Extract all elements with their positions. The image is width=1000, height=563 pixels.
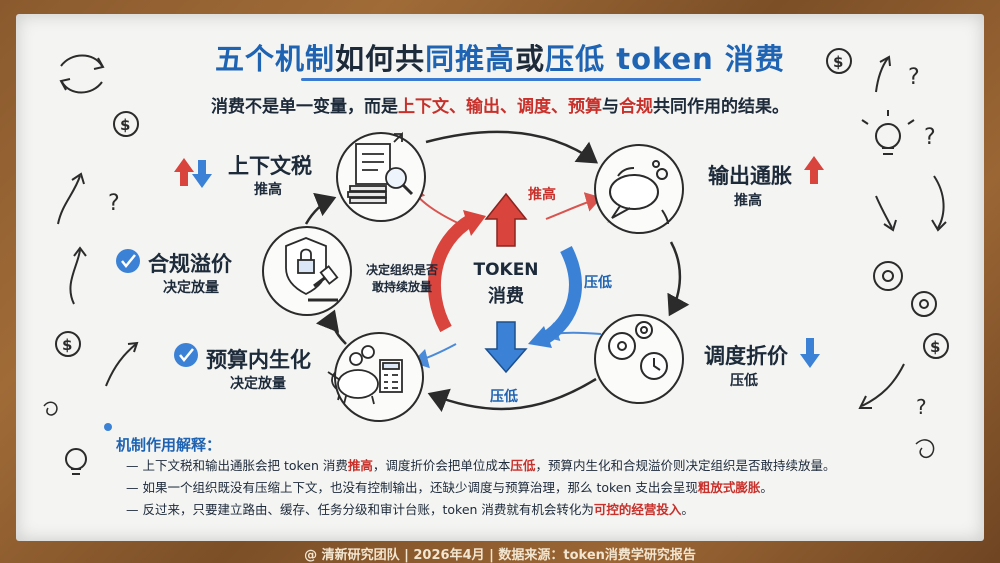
subtitle-post: 共同作用的结果。	[653, 97, 789, 117]
decision-note-line2: 敢持续放量	[371, 280, 432, 294]
curved-arrow-doodle-right-mid	[931, 175, 947, 232]
notes-line-2: — 如果一个组织既没有压缩上下文，也没有控制输出，还缺少调度与预算治理，那么 t…	[126, 477, 773, 496]
big-arrow-doodle-right-bottom	[858, 363, 905, 409]
big-down-arrow	[484, 321, 528, 374]
title-part-6: token 消费	[605, 42, 785, 76]
coin-doodle-icon-right-bottom	[923, 333, 949, 359]
gear-doodle-icon-right-2	[911, 291, 937, 317]
output-inflation-up-arrow	[804, 156, 824, 184]
question-doodle-right-mid: ?	[924, 125, 936, 150]
center-consumption: 消费	[488, 286, 524, 307]
notes-heading: 机制作用解释：	[116, 436, 222, 454]
budget-effect: 决定放量	[230, 376, 286, 392]
subtitle-mid: 与	[602, 97, 619, 117]
context-tax-effect: 推高	[254, 182, 282, 198]
curved-arrow-doodle-right-mid2	[875, 195, 897, 232]
center-token: TOKEN	[473, 260, 539, 280]
title-part-3: 同推高	[425, 42, 516, 76]
notes-line-3: — 反过来，只要建立路由、缓存、任务分级和审计台账，token 消费就有机会转化…	[126, 499, 694, 518]
press-down-bottom-label: 压低	[490, 389, 518, 405]
notes-line-1-d: 压低	[510, 458, 536, 473]
notes-line-2-b: 粗放式膨胀	[697, 480, 761, 495]
notes-line-1-e: ，预算内生化和合规溢价则决定组织是否敢持续放量。	[535, 458, 836, 473]
cycle-arrow-left-upper	[304, 192, 337, 225]
title-part-5: 压低	[545, 42, 606, 76]
page-title: 五个机制如何共同推高或压低 token 消费	[16, 36, 984, 78]
subtitle-pre: 消费不是单一变量，而是	[211, 97, 398, 117]
cycle-arrow-bottom	[427, 377, 597, 413]
subtitle-last: 合规	[619, 97, 653, 117]
question-doodle-right-bottom: ?	[916, 395, 927, 419]
press-down-right-label: 压低	[584, 275, 612, 291]
notes-line-2-c: 。	[760, 480, 773, 495]
circle-icons-layer	[285, 131, 669, 405]
coin-doodle-icon-left-top	[113, 111, 139, 137]
cycle-arrow-top	[425, 130, 599, 164]
curved-arrow-doodle-right-top	[875, 55, 891, 93]
subtitle: 消费不是单一变量，而是上下文、输出、调度、预算与合规共同作用的结果。	[16, 92, 984, 117]
push-up-label: 推高	[528, 187, 556, 203]
squiggle-arrow-doodle-left	[57, 172, 85, 225]
red-curve-arrow	[427, 214, 475, 333]
coin-doodle-icon-right	[826, 48, 852, 74]
notes-line-1-c: ，调度折价会把单位成本	[372, 458, 511, 473]
title-part-1: 五个机制	[215, 42, 336, 76]
notes-line-1-b: 推高	[347, 458, 373, 473]
output-inflation-effect: 推高	[734, 193, 762, 209]
svg-text:$: $	[120, 116, 130, 134]
title-part-4: 或	[515, 42, 546, 76]
loop-arrow-doodle-left	[69, 246, 87, 305]
big-up-arrow	[484, 192, 528, 247]
svg-text:$: $	[833, 53, 843, 71]
notes-line-2-a: — 如果一个组织既没有压缩上下文，也没有控制输出，还缺少调度与预算治理，那么 t…	[126, 480, 698, 495]
notes-bullet	[104, 423, 112, 431]
title-part-2: 如何共	[335, 42, 426, 76]
decision-note: 决定组织是否 敢持续放量	[354, 262, 450, 296]
subtitle-items: 上下文、输出、调度、预算	[398, 97, 602, 117]
notes-line-3-b: 可控的经营投入	[593, 502, 682, 517]
gear-doodle-icon-right-1	[873, 261, 903, 291]
question-doodle-left: ?	[108, 191, 120, 216]
compliance-effect: 决定放量	[163, 280, 219, 296]
scheduling-name: 调度折价	[704, 344, 788, 368]
context-tax-name: 上下文税	[228, 154, 312, 178]
whiteboard: 五个机制如何共同推高或压低 token 消费 消费不是单一变量，而是上下文、输出…	[16, 14, 984, 541]
footer: @ 清新研究团队 | 2026年4月 | 数据来源：token消费学研究报告	[304, 548, 696, 563]
notes-line-3-a: — 反过来，只要建立路由、缓存、任务分级和审计台账，token 消费就有机会转化…	[126, 502, 594, 517]
notes-line-3-c: 。	[681, 502, 694, 517]
refresh-doodle-icon	[59, 54, 105, 94]
budget-name: 预算内生化	[206, 348, 311, 372]
lightbulb-doodle-right	[861, 110, 915, 155]
context-tax-up-arrow	[174, 158, 194, 186]
context-tax-down-arrow	[192, 160, 212, 188]
swirl-doodle-left	[43, 401, 58, 416]
scheduling-down-arrow	[800, 338, 820, 368]
svg-text:$: $	[62, 336, 72, 354]
coin-doodle-icon-left-bottom	[55, 331, 81, 357]
title-underline	[301, 78, 701, 81]
compliance-name: 合规溢价	[148, 252, 232, 276]
cycle-arrow-right	[667, 241, 690, 317]
output-inflation-name: 输出通胀	[708, 164, 792, 188]
svg-text:$: $	[930, 338, 940, 356]
cycle-arrow-left-lower	[315, 309, 347, 345]
swirl-doodle-right	[915, 439, 935, 459]
scheduling-effect: 压低	[730, 373, 758, 389]
curved-arrow-doodle-left	[105, 341, 139, 387]
notes-line-1-a: — 上下文税和输出通胀会把 token 消费	[126, 458, 348, 473]
question-doodle-right-top: ?	[908, 65, 920, 90]
lightbulb-doodle-left	[65, 448, 87, 475]
blue-curve-arrow	[540, 246, 582, 345]
decision-note-line1: 决定组织是否	[365, 263, 438, 277]
notes-line-1: — 上下文税和输出通胀会把 token 消费推高，调度折价会把单位成本压低，预算…	[126, 455, 835, 474]
